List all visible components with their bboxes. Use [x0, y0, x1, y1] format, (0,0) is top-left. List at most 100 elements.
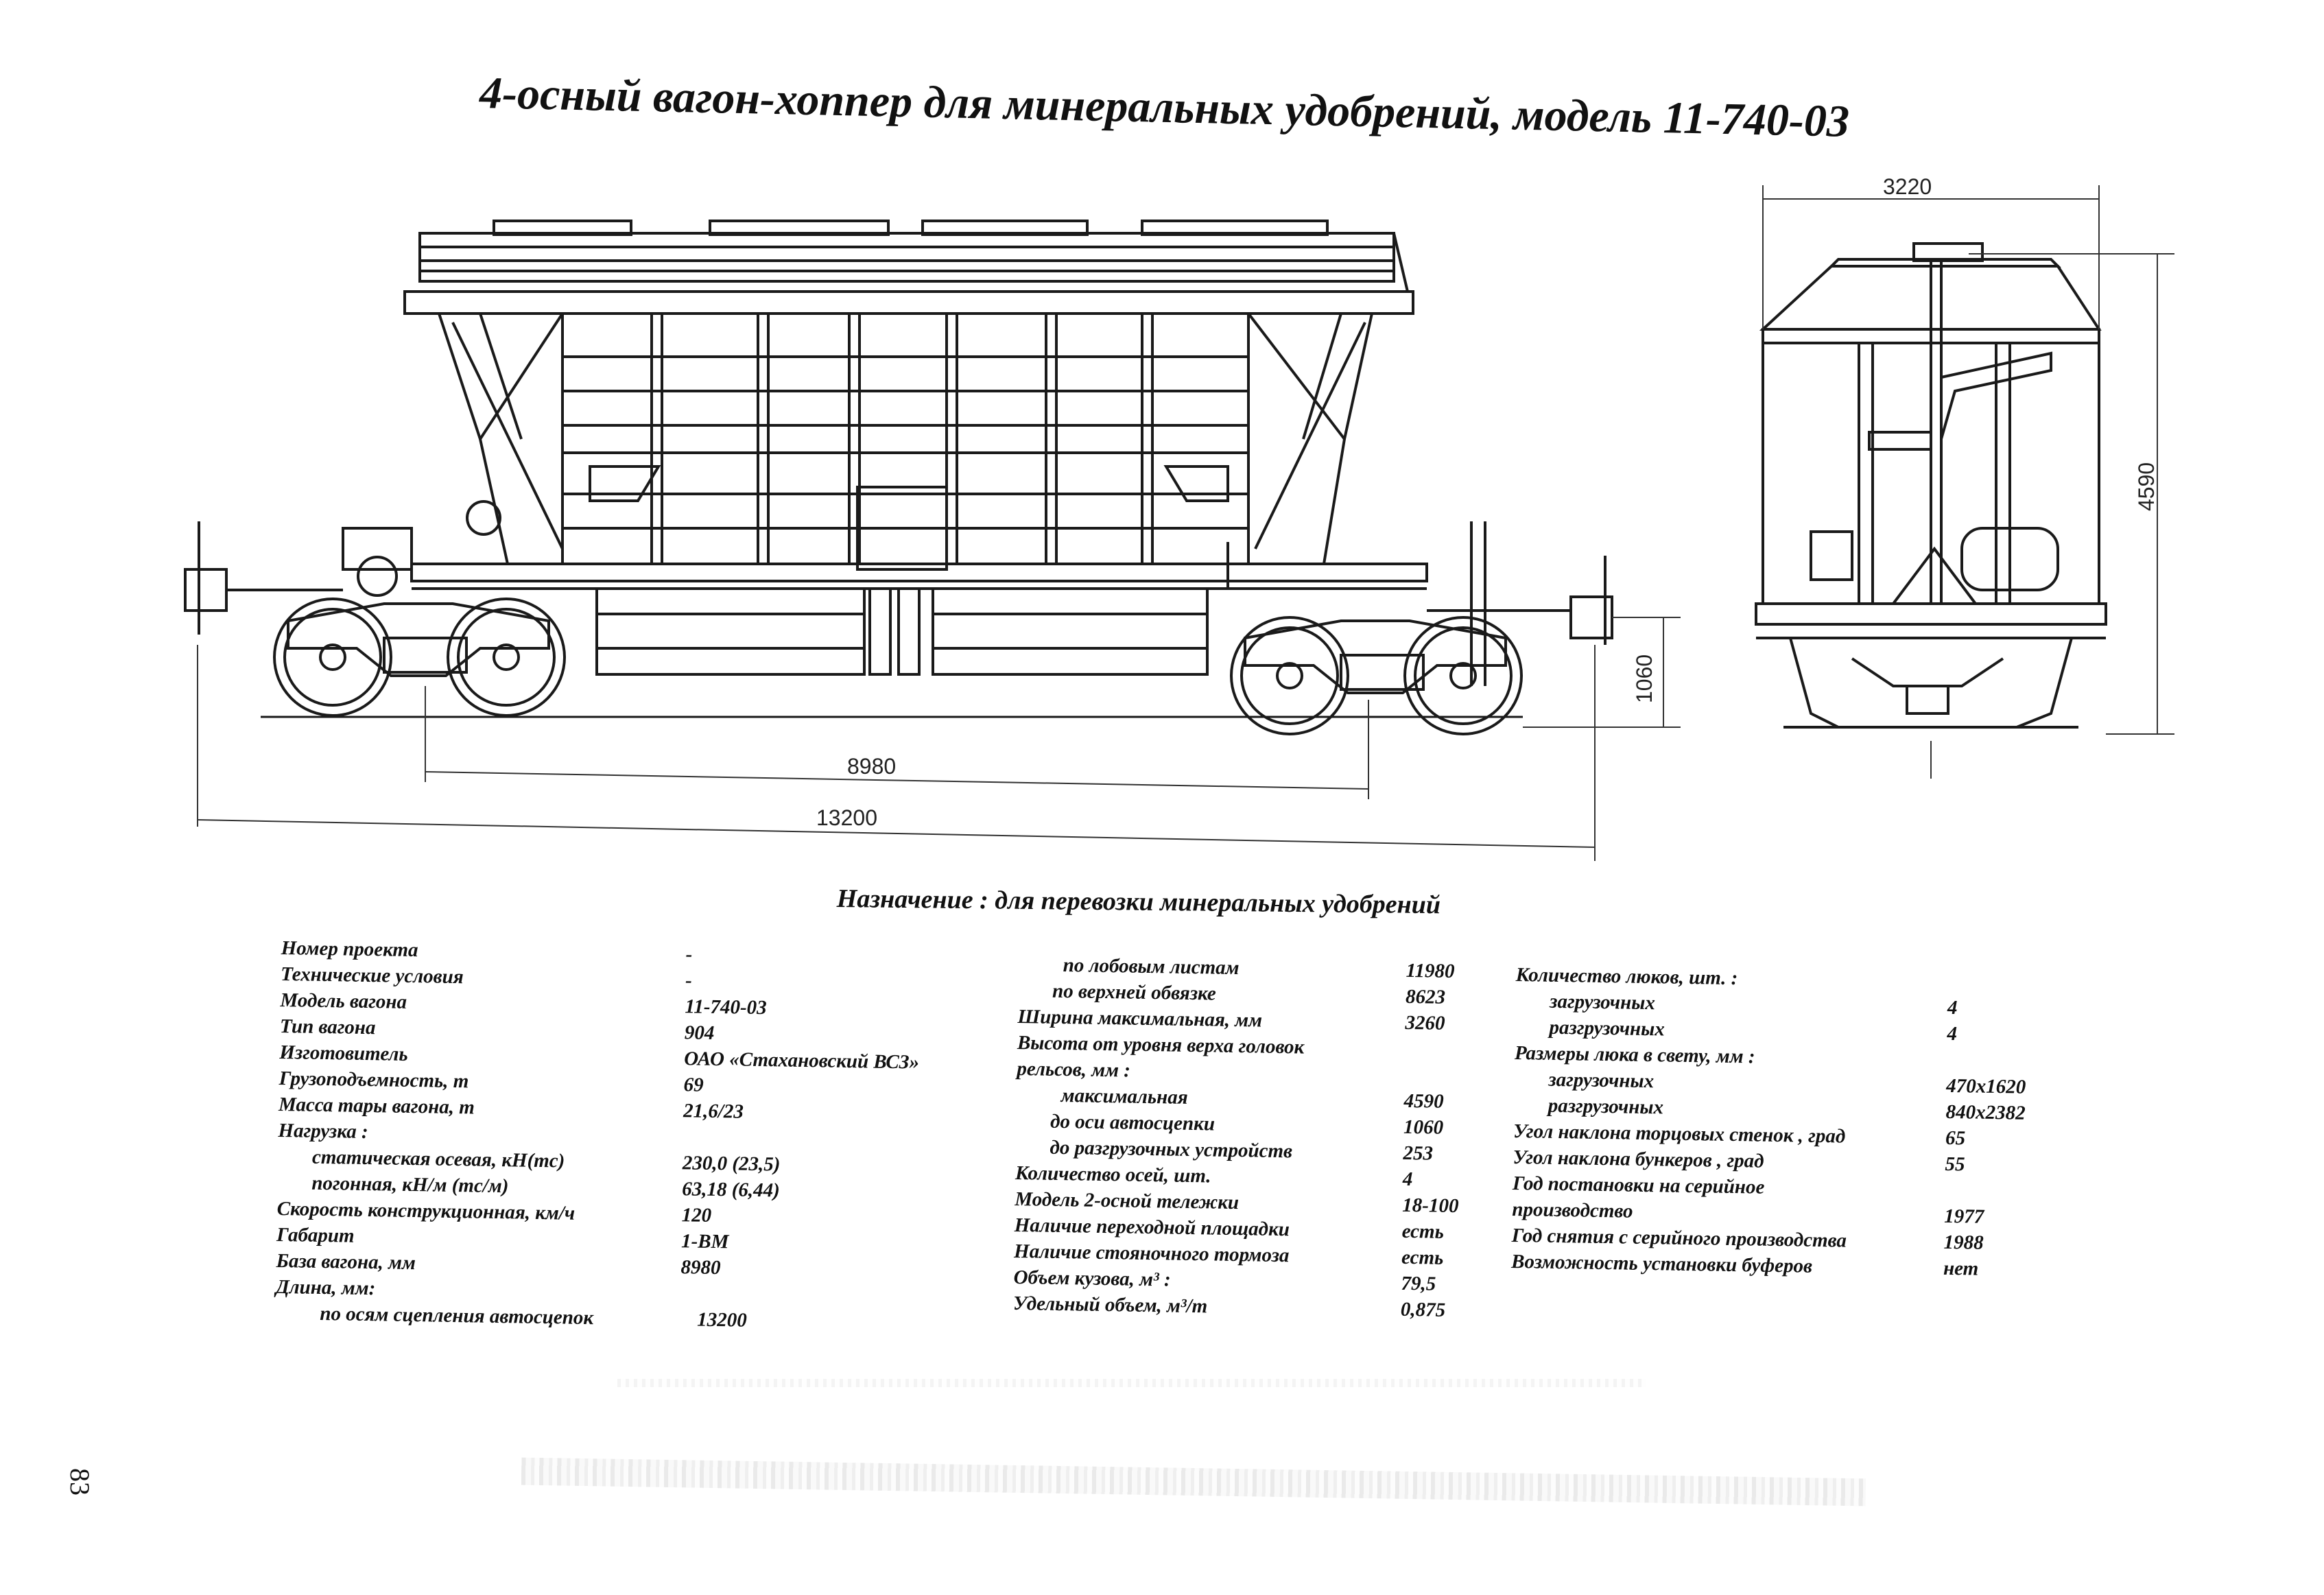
spec-label: Возможность установки буферов: [1510, 1250, 1813, 1277]
spec-row: Наличие переходной площадки есть: [1014, 1214, 1445, 1243]
spec-value: 230,0 (23,5): [682, 1152, 781, 1176]
spec-value: 840х2382: [1945, 1100, 2026, 1124]
spec-label: разгрузочных: [1548, 1094, 1664, 1119]
spec-row: максимальная 4590: [1016, 1084, 1444, 1113]
page-number: 83: [64, 1468, 95, 1496]
spec-value: 4: [1947, 996, 1958, 1019]
spec-label: по верхней обвязке: [1052, 980, 1217, 1005]
spec-label: Ширина максимальная, мм: [1017, 1005, 1263, 1032]
spec-row: Изготовитель ОАО «Стахановский ВСЗ»: [279, 1041, 919, 1074]
spec-value: 4590: [1403, 1089, 1444, 1113]
spec-label: Наличие стояночного тормоза: [1013, 1240, 1290, 1267]
spec-label: Нагрузка :: [278, 1119, 368, 1144]
spec-value: 21,6/23: [683, 1100, 744, 1123]
spec-value: 69: [683, 1074, 704, 1096]
right-bogie: [1230, 616, 1523, 735]
spec-row: Количество осей, шт. 4: [1015, 1162, 1413, 1190]
spec-label: Год постановки на серийное: [1512, 1172, 1765, 1198]
spec-label: База вагона, мм: [276, 1249, 416, 1275]
purpose-line: Назначение : для перевозки минеральных у…: [836, 884, 1441, 920]
spec-label: погонная, кН/м (тс/м): [311, 1172, 509, 1198]
spec-value: -: [685, 969, 693, 992]
spec-value: 65: [1945, 1126, 1966, 1150]
spec-label: Тип вагона: [279, 1015, 376, 1039]
spec-label: до разгрузочных устройств: [1050, 1136, 1293, 1163]
spec-value: 3260: [1405, 1011, 1445, 1035]
spec-label: производство: [1512, 1198, 1633, 1222]
spec-row: по лобовым листам 11980: [1018, 954, 1454, 982]
spec-row: разгрузочных 840х2382: [1513, 1094, 2026, 1124]
spec-label: Угол наклона бункеров , град: [1513, 1146, 1764, 1172]
spec-row: Количество люков, шт. :: [1515, 964, 1738, 990]
spec-value: 18-100: [1402, 1194, 1459, 1218]
dim-total-length: 13200: [816, 805, 877, 830]
spec-value: нет: [1943, 1257, 1979, 1280]
spec-row: погонная, кН/м (тс/м)63,18 (6,44): [277, 1172, 780, 1202]
spec-label: Высота от уровня верха головок: [1017, 1031, 1305, 1059]
dim-coupler-height: 1060: [1632, 654, 1657, 703]
spec-value: 11-740-03: [685, 995, 767, 1019]
spec-label: до оси автосцепки: [1050, 1110, 1216, 1135]
spec-row: Ширина максимальная, мм 3260: [1017, 1006, 1445, 1035]
spec-row: до разгрузочных устройств 253: [1015, 1136, 1433, 1165]
dim-width: 3220: [1883, 174, 1932, 199]
spec-label: Количество люков, шт. :: [1515, 964, 1738, 990]
spec-value: 8980: [680, 1256, 721, 1279]
spec-label: загрузочных: [1548, 1068, 1655, 1093]
spec-value: 470х1620: [1946, 1074, 2026, 1098]
spec-value: 4: [1402, 1168, 1413, 1191]
spec-value: 13200: [697, 1308, 748, 1332]
spec-row: Тип вагона 904: [280, 1015, 715, 1044]
spec-row: Наличие стояночного тормоза есть: [1014, 1240, 1444, 1269]
spec-row: Модель вагона 11-740-03: [280, 989, 767, 1019]
end-view-body: [1755, 242, 2107, 729]
spec-row: до оси автосцепки 1060: [1016, 1110, 1443, 1139]
spec-value: 1060: [1403, 1115, 1444, 1139]
spec-value: есть: [1401, 1246, 1444, 1269]
spec-label: Габарит: [276, 1223, 355, 1247]
spec-label: Модель вагона: [280, 989, 407, 1013]
spec-value: 253: [1403, 1142, 1434, 1165]
dim-base-length: 8980: [847, 754, 896, 779]
spec-label: Удельный объем, м³/т: [1012, 1292, 1208, 1318]
bleed-through-mark: [617, 1379, 1646, 1387]
spec-value: 8623: [1405, 985, 1446, 1008]
spec-value: ОАО «Стахановский ВСЗ»: [684, 1048, 920, 1074]
spec-label: Технические условия: [280, 962, 464, 989]
spec-row: по верхней обвязке 8623: [1018, 980, 1445, 1008]
spec-value: 1-ВМ: [680, 1230, 729, 1253]
spec-value: 904: [684, 1021, 715, 1044]
spec-value: 79,5: [1401, 1272, 1436, 1295]
spec-label: разгрузочных: [1549, 1016, 1665, 1041]
spec-label: по лобовым листам: [1063, 954, 1240, 980]
spec-value: есть: [1401, 1220, 1445, 1243]
spec-row: Объем кузова, м³ :79,5: [1013, 1266, 1436, 1295]
spec-label: Количество осей, шт.: [1015, 1161, 1211, 1188]
spec-label: загрузочных: [1549, 990, 1656, 1015]
spec-row: загрузочных 470х1620: [1514, 1068, 2026, 1098]
spec-label: Наличие переходной площадки: [1014, 1214, 1290, 1241]
spec-value: 120: [681, 1204, 712, 1227]
spec-label: Масса тары вагона, т: [278, 1093, 475, 1119]
spec-label: Номер проекта: [281, 937, 418, 962]
spec-value: 1988: [1943, 1231, 1984, 1254]
spec-value: 11980: [1406, 959, 1455, 982]
spec-label: максимальная: [1060, 1084, 1189, 1109]
spec-label: статическая осевая, кН(тс): [311, 1146, 565, 1172]
spec-label: Изготовитель: [279, 1041, 408, 1065]
spec-label: Размеры люка в свету, мм :: [1514, 1041, 1755, 1068]
spec-row: Масса тары вагона, т 21,6/23: [278, 1094, 744, 1123]
left-bogie: [273, 598, 566, 717]
spec-row: Высота от уровня верха головок: [1017, 1032, 1305, 1059]
spec-value: -: [685, 943, 693, 966]
spec-value: 4: [1947, 1022, 1958, 1045]
spec-label: Модель 2-осной тележки: [1015, 1188, 1240, 1214]
